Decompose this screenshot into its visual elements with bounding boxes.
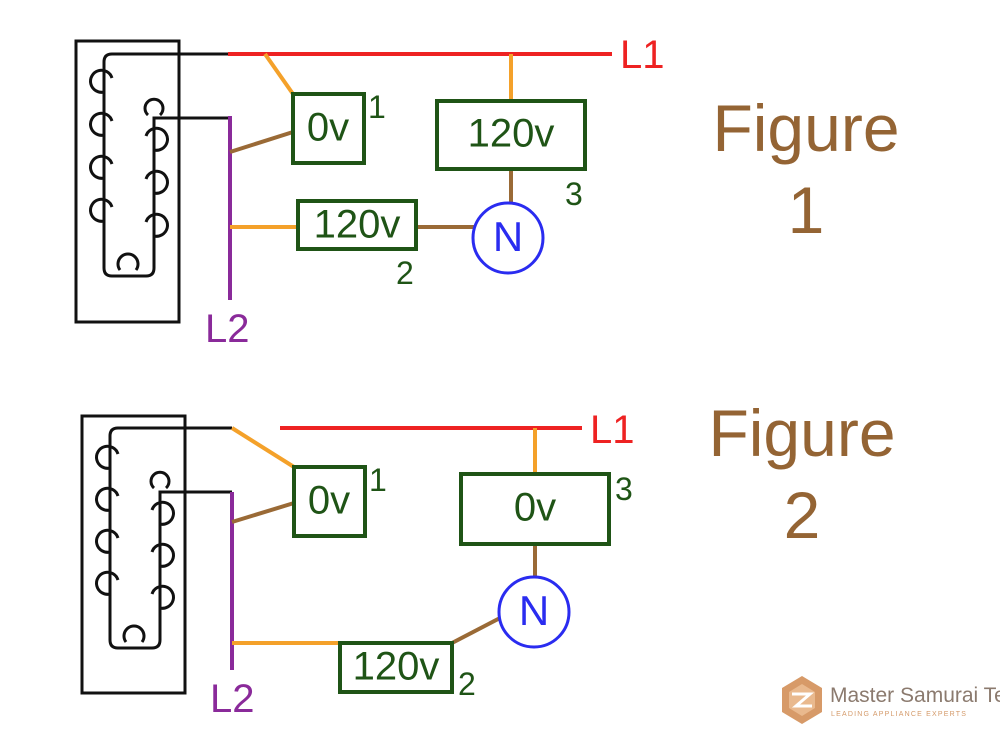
brand-name: Master Samurai Tech <box>830 684 1000 707</box>
box-2-number: 2 <box>396 255 414 291</box>
neutral-node <box>497 575 571 649</box>
box-2-voltage: 120v <box>353 645 440 689</box>
figure-2: L1 L2 0v 1 120v 2 0v 3 N Figure 2 <box>80 396 896 721</box>
brown-wire <box>231 501 295 524</box>
brand-logo: Master Samurai Tech LEADING APPLIANCE EX… <box>782 676 1000 724</box>
orange-wire <box>263 52 295 96</box>
switch-box-3 <box>459 472 611 546</box>
box-2-voltage: 120v <box>314 203 401 247</box>
heating-coil-icon <box>95 426 232 650</box>
figure-2-number: 2 <box>784 478 821 552</box>
box-3-number: 3 <box>565 176 583 212</box>
l1-label: L1 <box>620 33 665 77</box>
figure-1-title: Figure <box>712 91 899 165</box>
switch-box-3 <box>435 99 587 171</box>
figure-1-number: 1 <box>788 173 825 247</box>
samurai-hexagon-logo-icon <box>782 676 822 724</box>
switch-box-2 <box>338 641 454 694</box>
figure-1: L1 L2 0v 1 120v 2 120v 3 N Figure 1 <box>74 33 900 351</box>
element-housing <box>80 414 187 695</box>
box-1-number: 1 <box>368 89 386 125</box>
l1-label: L1 <box>590 408 635 452</box>
box-1-voltage: 0v <box>307 106 349 150</box>
neutral-label: N <box>493 213 523 260</box>
switch-box-1 <box>291 92 366 165</box>
box-3-voltage: 0v <box>514 486 556 530</box>
l2-label: L2 <box>205 307 250 351</box>
box-3-number: 3 <box>615 471 633 507</box>
element-housing <box>74 39 181 324</box>
box-1-number: 1 <box>369 462 387 498</box>
box-2-number: 2 <box>458 666 476 702</box>
brown-wire <box>451 616 501 645</box>
orange-wire <box>230 426 296 469</box>
brand-tagline: LEADING APPLIANCE EXPERTS <box>831 711 967 718</box>
neutral-label: N <box>519 587 549 634</box>
brown-wire <box>229 130 294 154</box>
switch-box-1 <box>292 465 367 538</box>
switch-box-2 <box>296 199 418 251</box>
heating-coil-icon <box>89 52 228 278</box>
figure-2-title: Figure <box>708 396 895 470</box>
l2-label: L2 <box>210 677 255 721</box>
neutral-node <box>471 201 545 275</box>
box-3-voltage: 120v <box>468 112 555 156</box>
box-1-voltage: 0v <box>308 479 350 523</box>
